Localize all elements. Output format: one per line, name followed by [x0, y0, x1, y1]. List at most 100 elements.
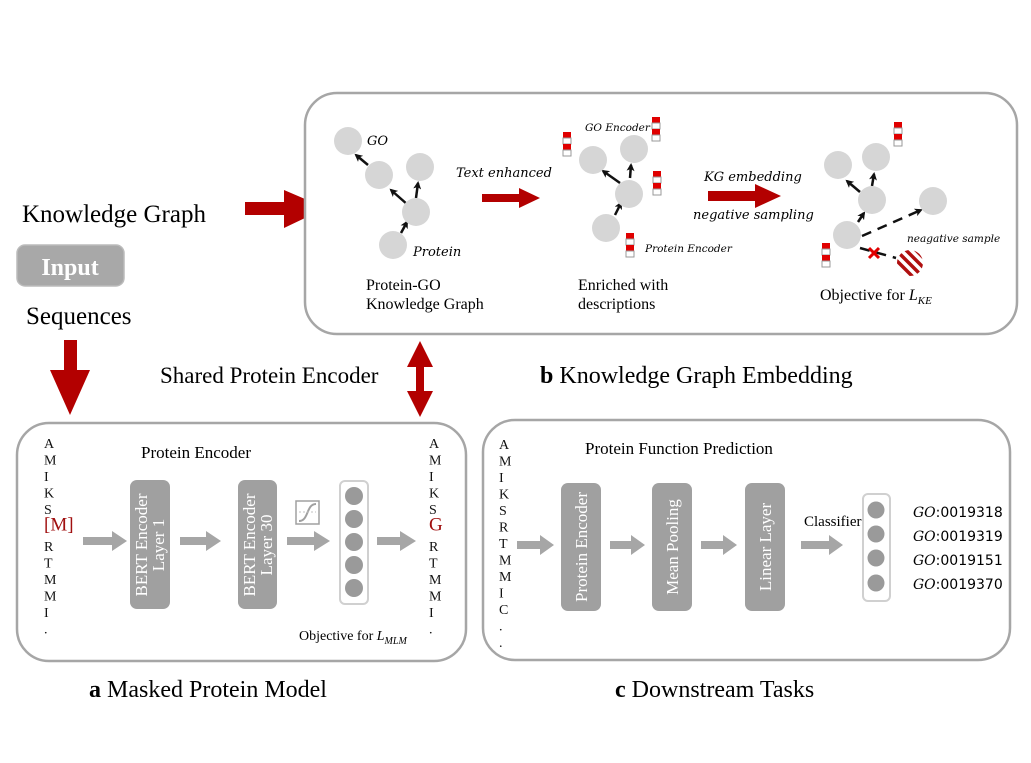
- sequence-residue: R: [429, 540, 439, 555]
- bert-layer-30-block: BERT Encoder Layer 30: [238, 480, 277, 609]
- stage2-caption-line2: descriptions: [578, 296, 655, 313]
- sequence-residue: S: [499, 504, 507, 519]
- go-term: GO:0019319: [913, 529, 1003, 545]
- sequence-residue: I: [429, 470, 434, 485]
- sequence-residue: A: [429, 437, 440, 452]
- classifier-output-layer: [862, 493, 891, 602]
- go-node: [824, 151, 852, 179]
- sequence-residue: T: [429, 557, 438, 572]
- linear-layer-block: Linear Layer: [745, 483, 785, 611]
- sequence-residue: .: [499, 636, 503, 651]
- protein-hub-node: [858, 186, 886, 214]
- panel-a-title: a Masked Protein Model: [89, 677, 327, 703]
- output-neuron: [345, 533, 363, 551]
- go-node: [406, 153, 434, 181]
- graph-edge: [413, 181, 422, 199]
- linear-layer-block-label: Linear Layer: [756, 503, 775, 592]
- output-neuron: [345, 556, 363, 574]
- graph-edge: [613, 201, 623, 216]
- protein-encoder-label: Protein Encoder: [644, 243, 733, 255]
- sequence-residue: K: [44, 487, 54, 502]
- sequences-input-label: Sequences: [26, 303, 132, 330]
- go-term: GO:0019151: [913, 553, 1003, 569]
- shared-encoder-label: Shared Protein Encoder: [160, 363, 379, 388]
- protein-hub-node: [615, 180, 643, 208]
- graph-edge: [856, 211, 866, 223]
- kg-embedding-label: KG embedding: [703, 170, 802, 185]
- input-badge: Input: [16, 244, 125, 287]
- output-neuron: [867, 501, 885, 519]
- stage3-caption: Objective for LKE: [820, 287, 932, 307]
- go-node: [579, 146, 607, 174]
- text-enhanced-label: Text enhanced: [456, 166, 552, 181]
- input-badge-bg: [16, 244, 125, 287]
- protein-node: [379, 231, 407, 259]
- sequence-residue: M: [429, 590, 442, 605]
- dashed-edge: [861, 208, 923, 238]
- sequence-residue: A: [44, 437, 55, 452]
- sequence-residue: K: [499, 488, 509, 503]
- sequence-residue: I: [44, 606, 49, 621]
- classifier-arrow: [801, 535, 843, 555]
- negative-sampling-label: negative sampling: [693, 208, 814, 223]
- sequence-residue: M: [44, 454, 57, 469]
- sequence-residue: K: [429, 487, 439, 502]
- protein-encoder-block: Protein Encoder: [561, 483, 601, 611]
- graph-edge: [389, 188, 409, 206]
- stage1-caption-line2: Knowledge Graph: [366, 296, 484, 313]
- panel-c-title: c Downstream Tasks: [615, 677, 814, 703]
- flow-arrow: [701, 535, 737, 555]
- go-term: GO:0019318: [913, 505, 1003, 521]
- shared-encoder-double-arrow: [407, 341, 433, 417]
- sequence-residue: I: [499, 471, 504, 486]
- input-badge-label: Input: [41, 255, 98, 281]
- flow-arrow: [287, 531, 330, 551]
- go-node: [919, 187, 947, 215]
- sequence-residue: I: [429, 606, 434, 621]
- go-node: [334, 127, 362, 155]
- sequence-residue: .: [429, 623, 433, 638]
- stage1-graph: GO Protein: [334, 127, 461, 260]
- embedding-vector: [651, 117, 661, 142]
- sequences-to-panel-a-arrow: [50, 340, 90, 415]
- protein-node: [833, 221, 861, 249]
- flow-arrow: [377, 531, 416, 551]
- panel-b-title: b Knowledge Graph Embedding: [540, 363, 853, 389]
- bert-layer-30-line2: Layer 30: [257, 515, 276, 576]
- sequence-residue: T: [44, 557, 53, 572]
- text-enhanced-arrow: [482, 188, 540, 208]
- output-neuron: [345, 579, 363, 597]
- sequence-residue: .: [499, 620, 503, 635]
- graph-edge: [869, 172, 877, 187]
- protein-encoder-title: Protein Encoder: [141, 443, 251, 462]
- negative-sample-node: [897, 250, 923, 276]
- output-neuron: [345, 487, 363, 505]
- sigmoid-activation-icon: [295, 500, 320, 525]
- graph-edge: [354, 153, 369, 166]
- flow-arrow: [610, 535, 645, 555]
- protein-label: Protein: [412, 245, 461, 260]
- embedding-vector: [821, 243, 831, 268]
- graph-edge: [399, 220, 409, 234]
- output-neuron: [345, 510, 363, 528]
- sequence-residue-highlighted: G: [429, 515, 443, 536]
- protein-node: [592, 214, 620, 242]
- sequence-residue: M: [429, 454, 442, 469]
- sequence-residue: S: [44, 503, 52, 518]
- embedding-vector: [625, 233, 635, 258]
- stage1-caption-line1: Protein-GO: [366, 277, 441, 294]
- stage2-graph: GO Encoder Protein Encoder: [562, 117, 733, 258]
- sequence-residue: M: [499, 554, 512, 569]
- output-neuron: [867, 549, 885, 567]
- mean-pooling-block: Mean Pooling: [652, 483, 692, 611]
- graph-edge: [845, 179, 861, 193]
- flow-arrow: [83, 531, 127, 551]
- sequence-residue: C: [499, 603, 508, 618]
- embedding-vector: [893, 122, 903, 147]
- classifier-label: Classifier: [804, 514, 862, 530]
- graph-edge: [601, 169, 621, 185]
- sequence-residue: M: [44, 590, 57, 605]
- sequence-residue: .: [44, 623, 48, 638]
